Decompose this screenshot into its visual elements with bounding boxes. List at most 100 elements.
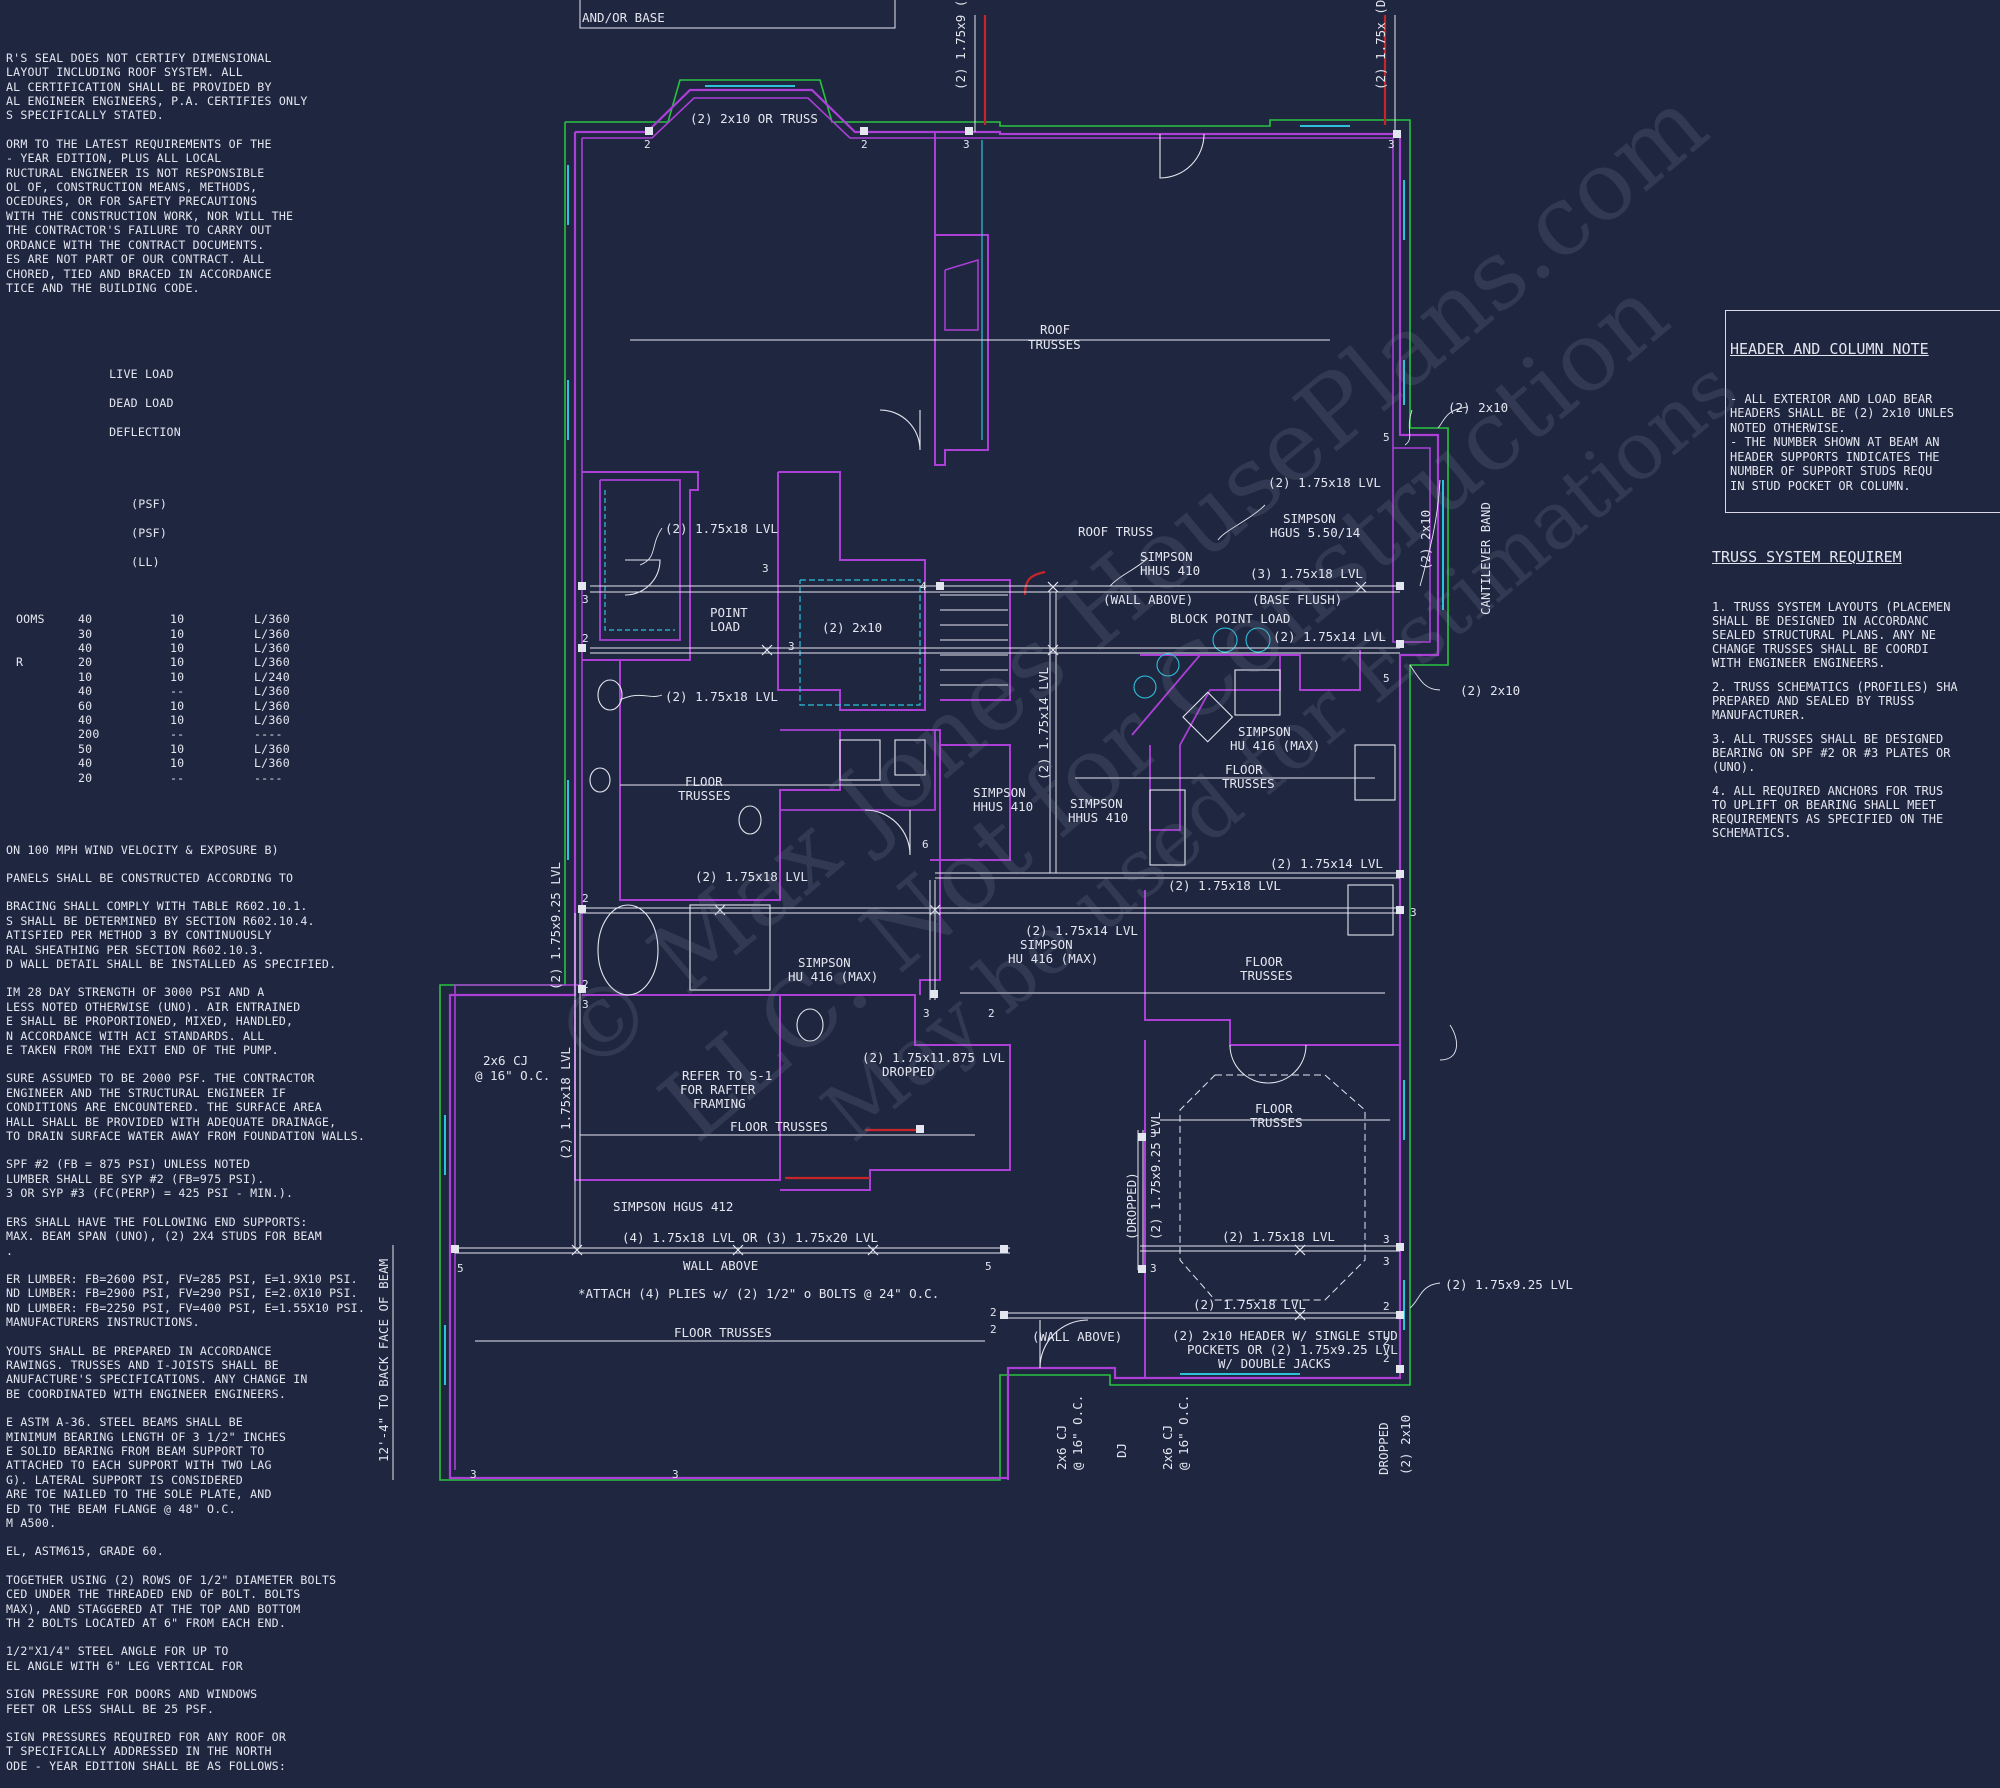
label-refer-1: REFER TO S-1 [682,1068,772,1083]
general-note-line: ATTACHED TO EACH SUPPORT WITH TWO LAG [6,1458,272,1473]
load-table-cell: ---- [254,727,283,742]
truss-requirement-line: WITH ENGINEER ENGINEERS. [1712,656,1886,670]
post [1138,1265,1146,1273]
label-lvl-left-b: (2) 1.75x18 LVL [665,689,778,704]
stud-count: 2 [582,632,589,645]
general-note-line: SPF #2 (Fb = 875 PSI) UNLESS NOTED [6,1157,251,1172]
label-dropped-vert: (DROPPED) [1124,1172,1139,1240]
load-table-header: LIVE LOAD DEAD LOAD DEFLECTION [66,353,366,454]
general-note-line: ORDANCE WITH THE CONTRACT DOCUMENTS. [6,237,265,252]
load-table-cell: 30 [78,626,93,641]
stud-count: 5 [1383,672,1390,685]
label-floor-trusses-d: FLOOR TRUSSES [730,1119,828,1134]
label-header-2x10-a: (2) 2x10 [822,620,882,635]
door-swing [624,559,661,596]
framing-plan: © Max Jones HousePlans.com LLC: Not for … [376,0,1755,1481]
label-cantilever-band: CANTILEVER BAND [1478,502,1493,615]
label-roof-truss: ROOF TRUSS [1078,524,1153,539]
exterior-outline-green [439,79,1449,1481]
general-note-line: OL OF, CONSTRUCTION MEANS, METHODS, [6,180,258,195]
stud-count: 3 [1388,138,1395,151]
load-table-cell: -- [170,770,185,785]
hanger [761,644,773,656]
general-note-line: R'S SEAL DOES NOT CERTIFY DIMENSIONAL [6,50,272,65]
general-note-line: . [6,1243,14,1258]
general-note-line: G). LATERAL SUPPORT IS CONSIDERED [6,1472,243,1487]
load-table-row: 20------ [16,771,366,785]
header-note-line: IN STUD POCKET OR COLUMN. [1730,478,1911,493]
label-base-flush: (BASE FLUSH) [1252,592,1342,607]
load-table-cell: 10 [170,756,185,771]
stool [1245,627,1271,653]
header-column-notes-title: HEADER AND COLUMN NOTE [1730,340,1929,358]
general-note-line: BE COORDINATED WITH ENGINEER ENGINEERS. [6,1386,287,1401]
post [578,905,586,913]
general-note-line: FEET OR LESS SHALL BE 25 PSF. [6,1701,215,1716]
hanger [571,1244,583,1256]
stud-count: 4 [920,580,927,593]
stud-count: 5 [457,1262,464,1275]
general-note-line: CONDITIONS ARE ENCOUNTERED. THE SURFACE … [6,1100,322,1115]
general-note-line: HALL SHALL BE PROVIDED WITH ADEQUATE DRA… [6,1114,337,1129]
load-table-cell: 10 [170,669,185,684]
header-column-notes: HEADER AND COLUMN NOTE - ALL EXTERIOR AN… [1725,310,2000,513]
stud-count: 5 [1383,431,1390,444]
bedroom-wall-2 [780,994,1011,1191]
truss-requirement-line: PREPARED AND SEALED BY TRUSS [1712,694,1915,708]
load-table-cell: ---- [254,770,283,785]
door-swing [1039,1319,1089,1369]
label-drop-right: (2) 1.75x (DRO [1373,0,1388,90]
label-cj-2x6-a2: @ 16" O.C. [475,1068,550,1083]
leader [639,527,663,566]
label-hdr-2x10-r2: (2) 2x10 [1460,683,1520,698]
load-table-cell: R [16,655,24,670]
load-table-cell: L/360 [254,741,290,756]
label-floor-trusses-e1: FLOOR [1255,1101,1293,1116]
label-cj-2x6-a1: 2x6 CJ [483,1053,528,1068]
closet-walls-cyan [604,490,675,631]
stair-walls [940,579,1011,701]
general-note-line: ES ARE NOT PART OF OUR CONTRACT. ALL [6,252,265,267]
closet-walls-2 [599,479,681,641]
post [860,127,868,135]
label-dj: DJ [1114,1443,1129,1458]
general-note-line: PANELS SHALL BE CONSTRUCTED ACCORDING TO [6,870,294,885]
post [578,644,586,652]
exterior-wall-bottom-inner [454,138,583,1470]
label-simpson-hhus-b1: SIMPSON [973,785,1026,800]
bathtub [597,904,659,996]
stud-count: 2 [861,138,868,151]
label-floor-trusses-c1: FLOOR [1245,954,1283,969]
general-note-line [6,1716,366,1730]
general-note-line: LUMBER SHALL BE SYP #2 (Fb=975 PSI). [6,1171,265,1186]
load-table-cell: 50 [78,741,93,756]
truss-requirement-line: (UNO). [1712,760,1756,774]
general-note-line: LESS NOTED OTHERWISE (UNO). AIR ENTRAINE… [6,999,301,1014]
doors [624,133,1307,1369]
load-table-cell: 10 [170,698,185,713]
post [1396,1243,1404,1251]
label-simpson-hhus-b2: HHUS 410 [973,799,1033,814]
header-note-line: - THE NUMBER SHOWN AT BEAM AN [1730,435,1940,449]
beams [455,585,1400,1319]
shower [689,904,771,991]
general-note-line: ND LUMBER: Fb=2900 PSI, Fv=290 PSI, E=2.… [6,1286,358,1301]
post [1396,906,1404,914]
leaders [619,406,1468,1309]
label-lvl-5: (2) 1.75x18 LVL [1168,878,1281,893]
general-note-line: MAX), AND STAGGERED AT THE TOP AND BOTTO… [6,1601,301,1616]
load-table-cell: L/360 [254,626,290,641]
hanger [1355,581,1367,593]
label-simpson-hu416-c1: SIMPSON [798,955,851,970]
posts [451,127,1404,1373]
truss-requirement-line: 4. ALL REQUIRED ANCHORS FOR TRUS [1712,784,1944,798]
general-note-line: S SHALL BE DETERMINED BY SECTION R602.10… [6,913,315,928]
label-top-box: AND/OR BASE [582,10,665,25]
